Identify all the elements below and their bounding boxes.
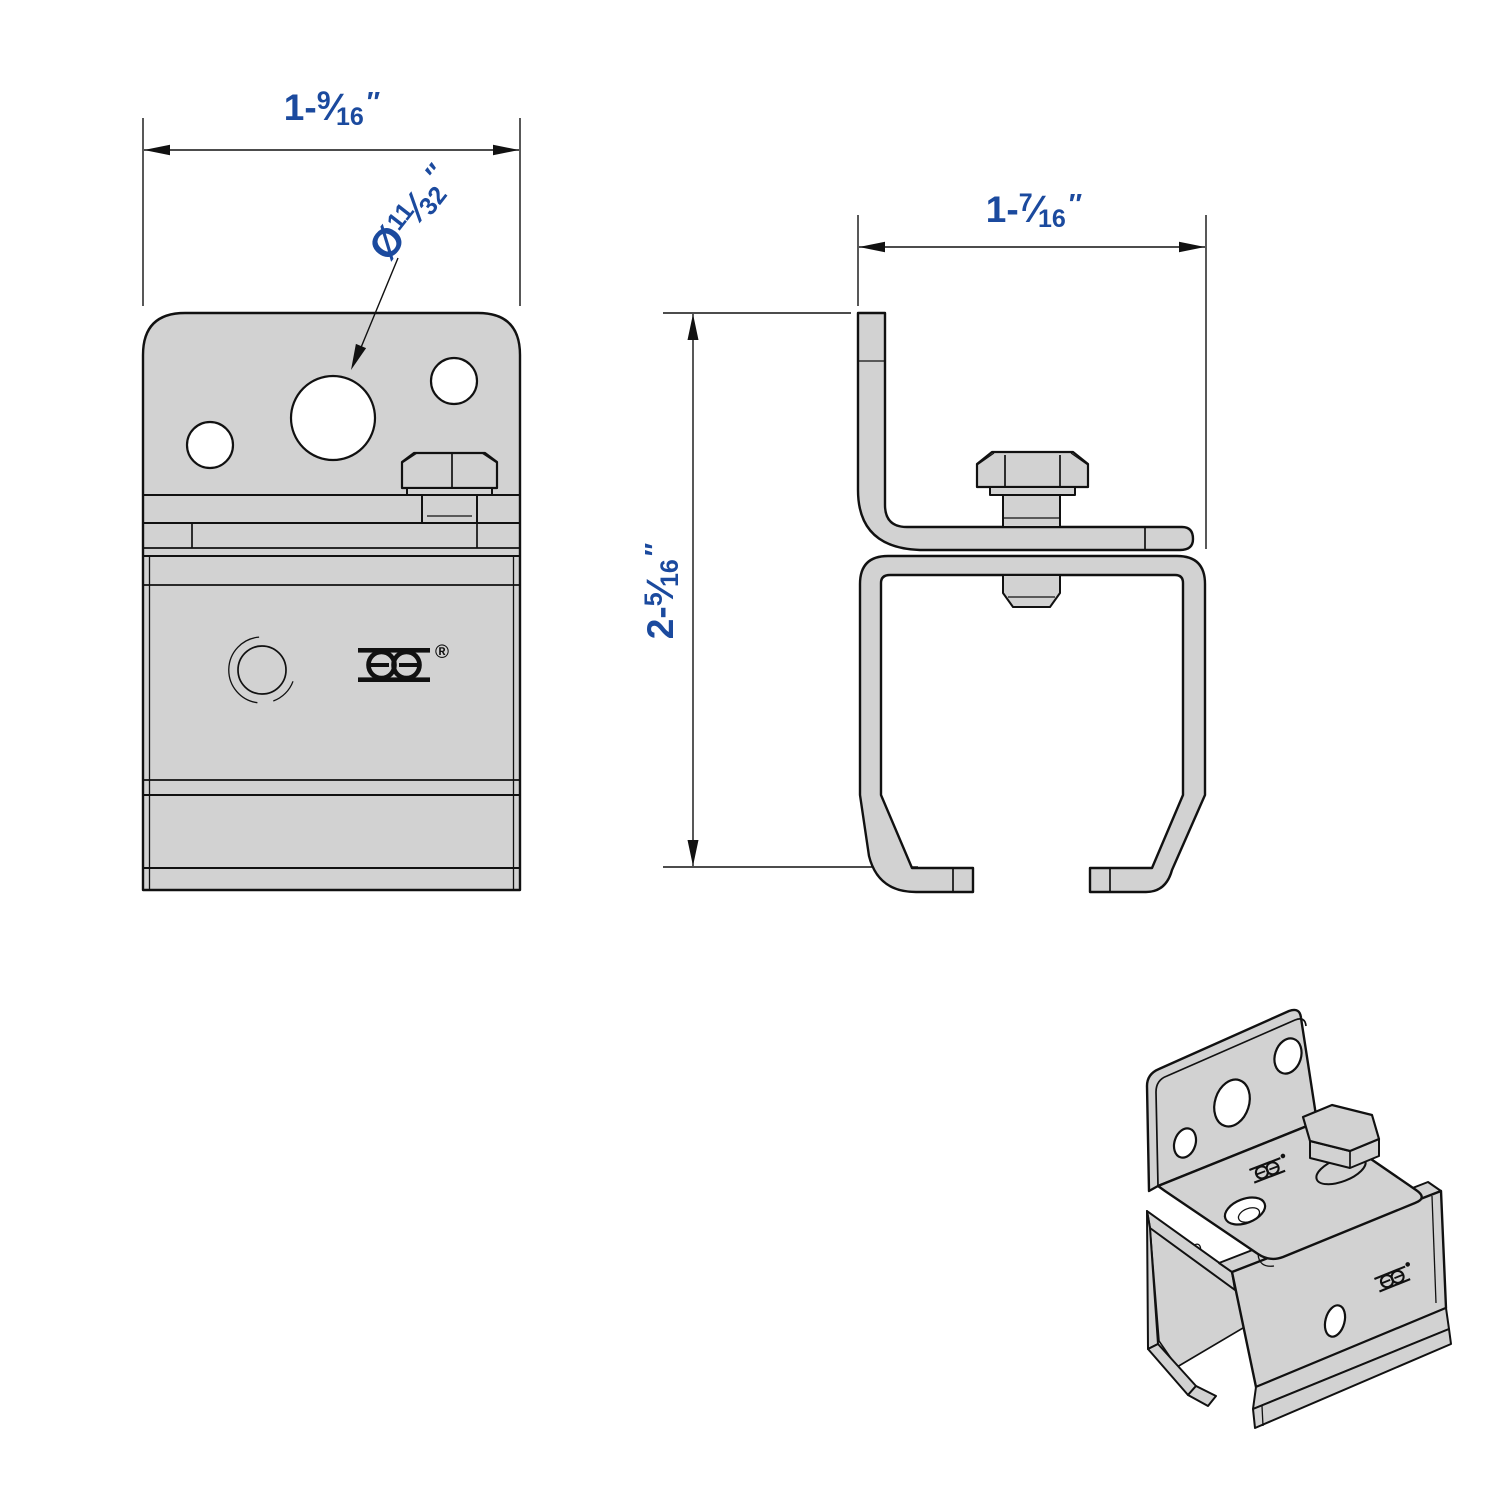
- iso-track-right-end-tick: [1431, 1195, 1437, 1304]
- hex-bolt-head-side: [975, 450, 1090, 489]
- mounting-hole-center: [289, 374, 377, 462]
- iso-back-plate-thickness-edges: [1155, 1018, 1307, 1187]
- mounting-hole-right: [429, 356, 479, 406]
- arrowhead-up-icon: [687, 314, 699, 340]
- iso-track-lip-face: [1252, 1328, 1452, 1429]
- iso-top-plate-thickness-edge: [1257, 1253, 1275, 1267]
- iso-mounting-hole-right: [1273, 1037, 1303, 1075]
- track-channel-profile: [858, 554, 1207, 894]
- track-lip-ticks: [952, 868, 1111, 892]
- dim-front-width-label: 1-9⁄16″: [283, 86, 381, 131]
- bolt-shank-front: [421, 494, 478, 524]
- side-depth-extension-lines: [857, 215, 1207, 549]
- hex-bolt-chamfer-lines: [401, 452, 498, 464]
- bolt-washer-front: [406, 487, 493, 496]
- track-dimple-hole: [237, 645, 287, 695]
- dim-side-height-label: 2-5⁄16″: [639, 542, 684, 640]
- dim-side-depth-label: 1-7⁄16″: [985, 188, 1083, 233]
- front-width-extension-lines: [142, 118, 521, 306]
- arrowhead-left-icon: [859, 241, 885, 253]
- track-side-inner-edges: [148, 556, 515, 890]
- dimple-arc-bottom: [273, 681, 294, 702]
- top-plate-corner-ticks: [191, 523, 478, 548]
- iso-mounting-hole-center: [1213, 1078, 1251, 1128]
- hex-bolt-chamfer-lines: [976, 452, 1089, 466]
- arrowhead-left-icon: [144, 144, 170, 156]
- iso-track-lip-tick: [1261, 1405, 1264, 1427]
- arrowhead-down-icon: [687, 840, 699, 866]
- diameter-leader-line: [354, 257, 399, 363]
- registered-trademark-symbol: ®: [435, 642, 449, 663]
- hex-bolt-head-front: [400, 451, 499, 490]
- iso-countersunk-inner: [1237, 1207, 1261, 1223]
- iso-track-front-hole: [1323, 1304, 1347, 1338]
- iso-bolt-head-top: [1301, 1103, 1381, 1153]
- isometric-view: [1145, 1008, 1452, 1429]
- dimple-arc-left: [228, 636, 260, 704]
- bolt-washer-side: [989, 486, 1076, 496]
- bolt-shank-upper: [1002, 494, 1061, 528]
- arrowhead-right-icon: [1179, 241, 1205, 253]
- front-view: [141, 118, 522, 892]
- iso-track-lip-end: [1187, 1385, 1217, 1407]
- mounting-hole-left: [185, 420, 235, 470]
- side-view: [663, 215, 1207, 894]
- l-bracket-profile: [856, 311, 1195, 552]
- iso-mounting-hole-left: [1172, 1127, 1198, 1159]
- bolt-shank-lower: [1002, 574, 1061, 608]
- hex-bolt-facet-lines: [1004, 455, 1061, 487]
- leader-arrowhead-icon: [351, 343, 367, 370]
- arrowhead-right-icon: [493, 144, 519, 156]
